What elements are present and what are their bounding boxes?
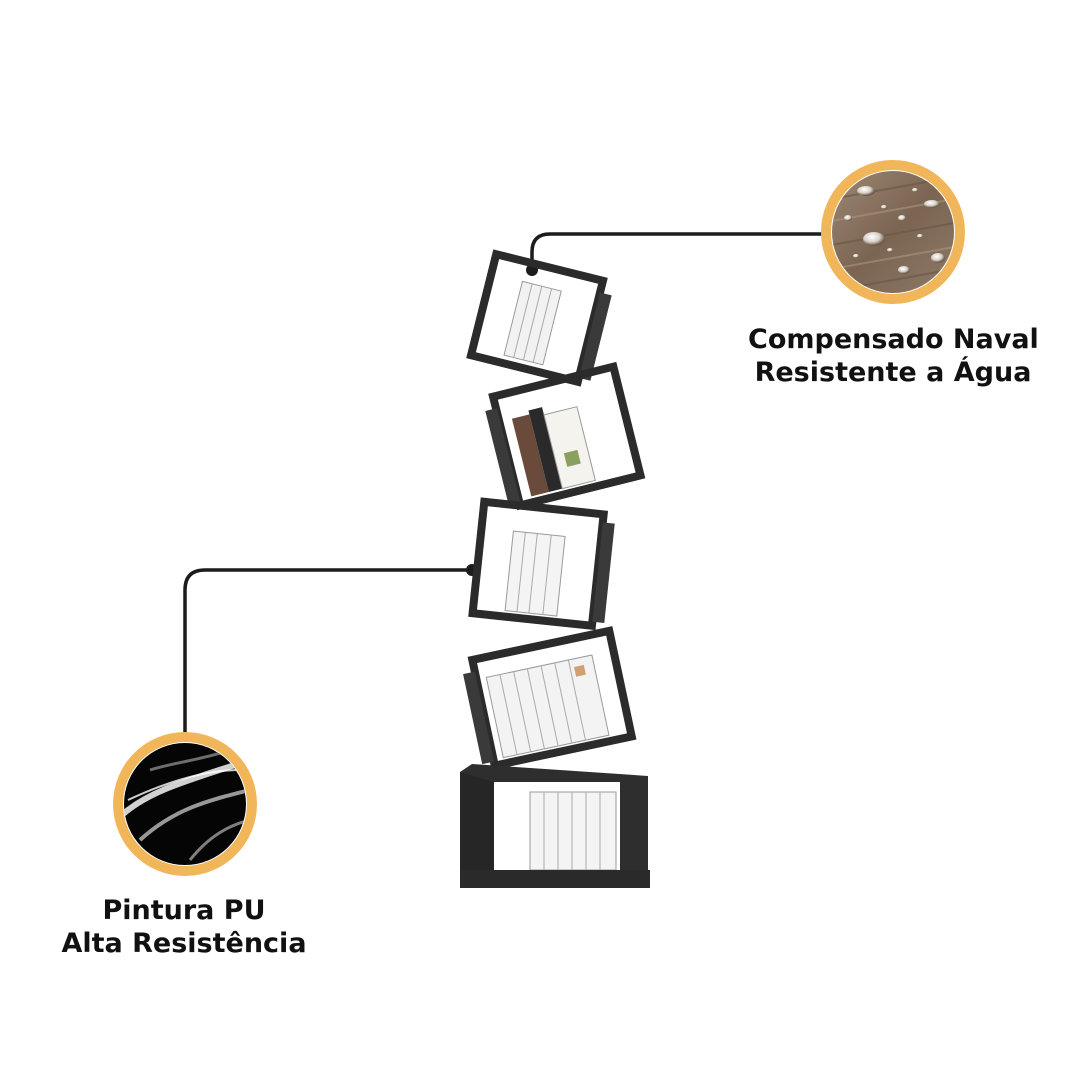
- callout-bottom-line1: Pintura PU: [102, 895, 266, 926]
- callout-top-line2: Resistente a Água: [754, 357, 1032, 388]
- callout-label-top: Compensado Naval Resistente a Água: [748, 323, 1039, 389]
- shelf-box-2: [485, 361, 646, 511]
- callout-label-bottom: Pintura PU Alta Resistência: [60, 894, 308, 960]
- connector-line-bottom: [183, 564, 478, 733]
- glossy-paint-icon: [113, 732, 257, 876]
- shelf-box-1: [466, 249, 612, 387]
- callout-top-line1: Compensado Naval: [748, 324, 1039, 355]
- shelf-box-3: [468, 497, 615, 631]
- shelf-box-5: [460, 764, 650, 888]
- water-drops-on-wood-icon: [821, 160, 965, 304]
- callout-bottom-line2: Alta Resistência: [61, 928, 307, 959]
- shelf-box-4: [463, 626, 637, 771]
